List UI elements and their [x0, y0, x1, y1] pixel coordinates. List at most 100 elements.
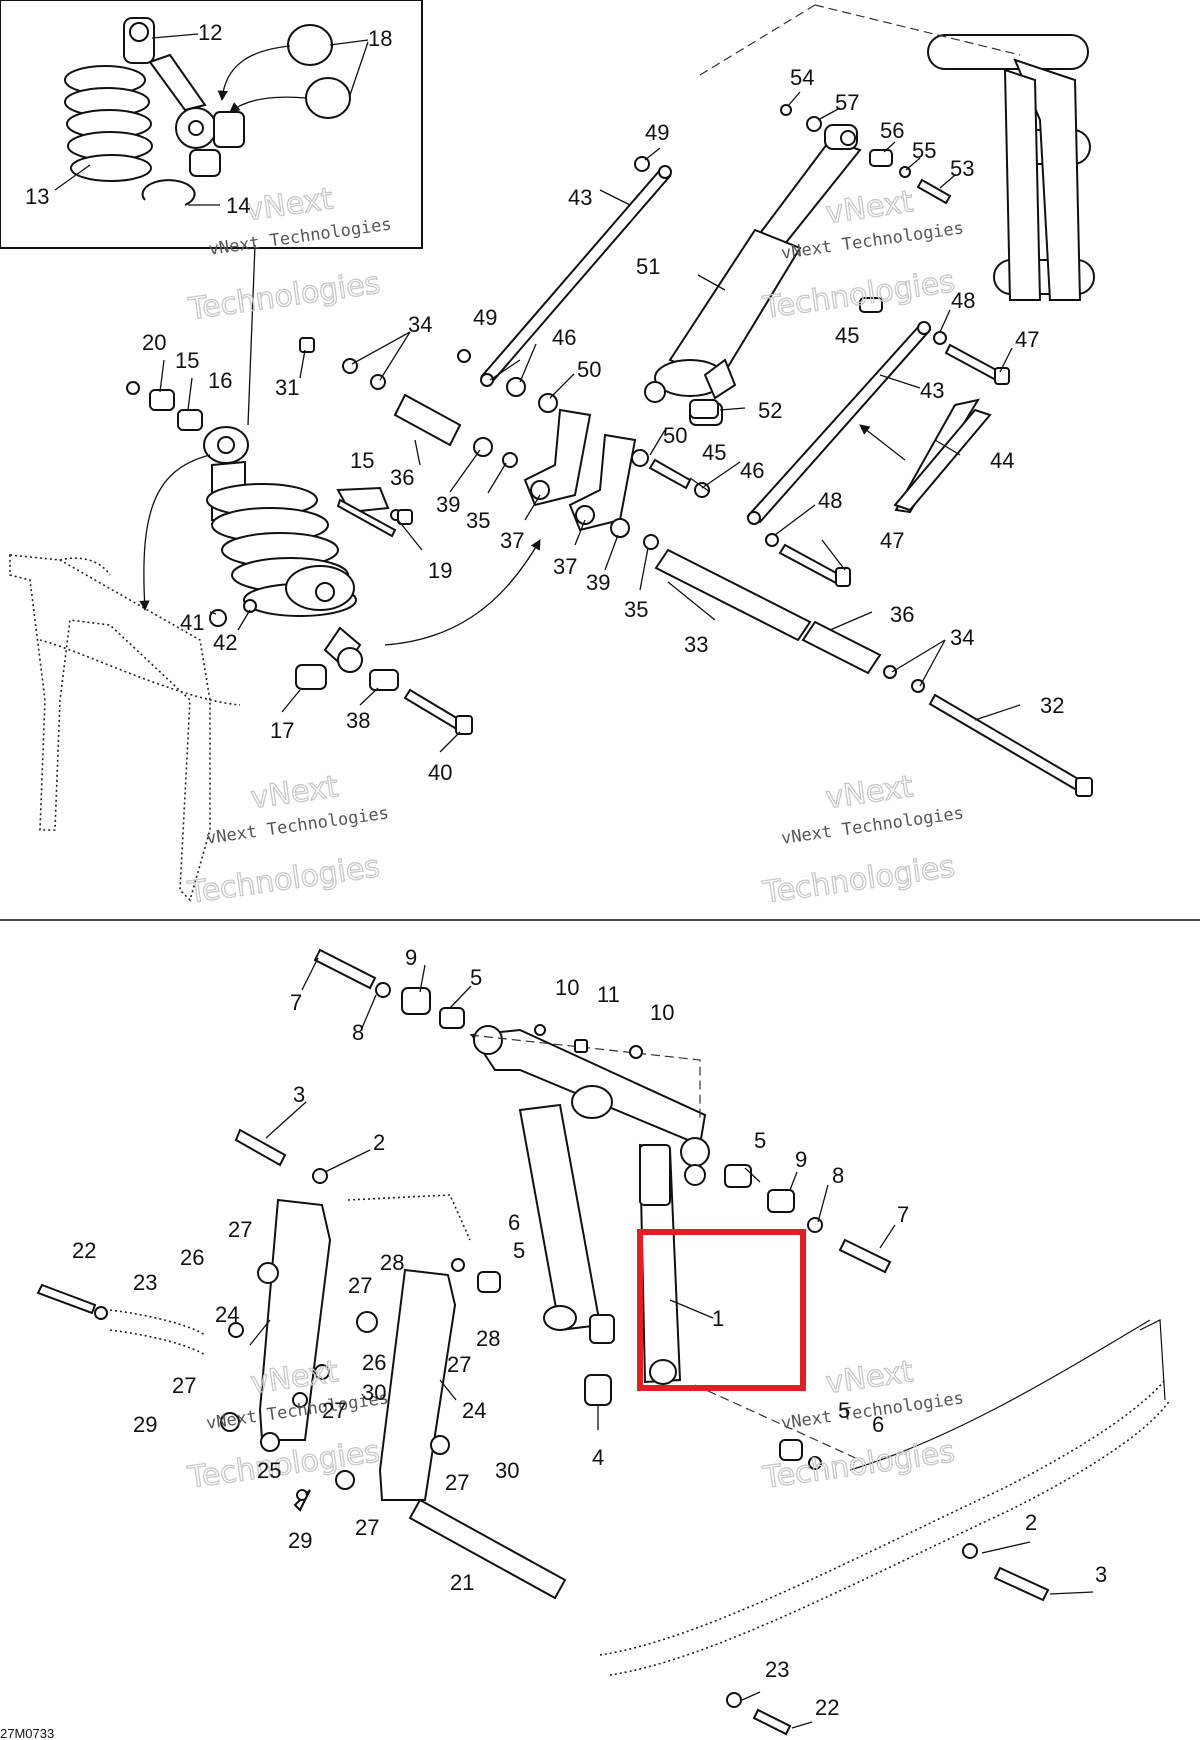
- label-50-a: 50: [577, 357, 601, 382]
- label-30-a: 30: [362, 1380, 386, 1405]
- label-14: 14: [226, 193, 250, 218]
- label-26-a: 26: [180, 1245, 204, 1270]
- svg-text:vNext Technologies: vNext Technologies: [205, 803, 390, 848]
- label-39-b: 39: [586, 570, 610, 595]
- highlight-box-part-1[interactable]: [637, 1229, 806, 1391]
- label-27-b: 27: [348, 1273, 372, 1298]
- label-34-a: 34: [408, 312, 432, 337]
- label-48-a: 48: [951, 288, 975, 313]
- label-10-a: 10: [555, 975, 579, 1000]
- svg-text:vNext Technologies: vNext Technologies: [780, 803, 965, 848]
- label-48-b: 48: [818, 488, 842, 513]
- label-47-b: 47: [880, 528, 904, 553]
- rear-shock-absorber: [126, 244, 541, 735]
- label-27-d: 27: [172, 1373, 196, 1398]
- label-12: 12: [198, 20, 222, 45]
- label-37-a: 37: [500, 528, 524, 553]
- label-6-a: 6: [508, 1210, 520, 1235]
- watermark-6: vNext Technologies vNext Technologies: [760, 1354, 965, 1497]
- label-27-c: 27: [447, 1352, 471, 1377]
- label-9-a: 9: [405, 945, 417, 970]
- label-23-b: 23: [765, 1657, 789, 1682]
- label-45-b: 45: [702, 440, 726, 465]
- left-spacers: [299, 337, 659, 550]
- label-54: 54: [790, 65, 814, 90]
- label-47-a: 47: [1015, 327, 1039, 352]
- front-arm: [469, 1025, 861, 1461]
- label-6-b: 6: [872, 1412, 884, 1437]
- rear-arm-links: [109, 1194, 567, 1600]
- svg-text:vNext: vNext: [824, 769, 916, 816]
- label-5-a: 5: [470, 965, 482, 990]
- label-27-e: 27: [322, 1398, 346, 1423]
- rocker-arms: [523, 408, 637, 532]
- watermark-3: vNext Technologies vNext Technologies: [185, 769, 390, 912]
- label-50-b: 50: [663, 423, 687, 448]
- hardware-bottom: [36, 948, 1050, 1736]
- label-27-f: 27: [445, 1470, 469, 1495]
- label-8-b: 8: [832, 1163, 844, 1188]
- label-17: 17: [270, 718, 294, 743]
- front-frame-outline: [9, 554, 241, 902]
- label-5-d: 5: [838, 1398, 850, 1423]
- label-46-a: 46: [552, 325, 576, 350]
- label-27-g: 27: [355, 1515, 379, 1540]
- label-52: 52: [758, 398, 782, 423]
- label-5-c: 5: [513, 1238, 525, 1263]
- inset-spring-assembly: [54, 17, 369, 206]
- label-38: 38: [346, 708, 370, 733]
- label-15-a: 15: [175, 348, 199, 373]
- label-13: 13: [25, 184, 49, 209]
- connecting-rods: [480, 165, 932, 525]
- label-29-a: 29: [133, 1412, 157, 1437]
- label-28-a: 28: [380, 1250, 404, 1275]
- label-19: 19: [428, 558, 452, 583]
- svg-text:Technologies: Technologies: [760, 849, 957, 911]
- svg-text:Technologies: Technologies: [185, 849, 382, 911]
- label-42: 42: [213, 630, 237, 655]
- label-44: 44: [990, 448, 1014, 473]
- spring-coil: [64, 65, 153, 182]
- label-46-b: 46: [740, 458, 764, 483]
- label-53: 53: [950, 156, 974, 181]
- label-34-b: 34: [950, 625, 974, 650]
- tool-strap: [893, 408, 992, 512]
- front-arm-frame: [699, 4, 1095, 301]
- svg-text:vNext Technologies: vNext Technologies: [208, 214, 393, 259]
- watermark-1: vNext Technologies vNext Technologies: [185, 181, 393, 328]
- label-21: 21: [450, 1570, 474, 1595]
- label-18: 18: [368, 26, 392, 51]
- label-31: 31: [275, 375, 299, 400]
- label-45-a: 45: [835, 323, 859, 348]
- label-29-b: 29: [288, 1528, 312, 1553]
- label-51: 51: [636, 254, 660, 279]
- label-16: 16: [208, 368, 232, 393]
- rear-axle: [654, 548, 1093, 797]
- label-3-b: 3: [1095, 1562, 1107, 1587]
- part-labels-bottom: 7 8 9 5 10 11 10 3 2 5 9 8 7 6 5 27 26 2…: [72, 945, 1107, 1720]
- label-36-a: 36: [390, 465, 414, 490]
- label-36-b: 36: [890, 602, 914, 627]
- label-24-a: 24: [215, 1302, 239, 1327]
- svg-text:Technologies: Technologies: [760, 264, 957, 326]
- svg-text:Technologies: Technologies: [186, 266, 383, 328]
- label-22-a: 22: [72, 1238, 96, 1263]
- inset-frame: [0, 0, 423, 249]
- label-35-b: 35: [624, 597, 648, 622]
- svg-text:vNext: vNext: [249, 769, 341, 816]
- label-41: 41: [180, 610, 204, 635]
- label-7-b: 7: [897, 1202, 909, 1227]
- svg-text:vNext: vNext: [249, 1354, 341, 1401]
- upper-shock-absorber: [644, 124, 862, 426]
- label-55: 55: [912, 138, 936, 163]
- label-32: 32: [1040, 693, 1064, 718]
- label-43-a: 43: [568, 185, 592, 210]
- label-43-b: 43: [920, 378, 944, 403]
- label-57: 57: [835, 90, 859, 115]
- label-3-a: 3: [293, 1082, 305, 1107]
- label-30-b: 30: [495, 1458, 519, 1483]
- label-33: 33: [684, 632, 708, 657]
- watermark-4: vNext Technologies vNext Technologies: [760, 769, 965, 912]
- label-2-b: 2: [1025, 1510, 1037, 1535]
